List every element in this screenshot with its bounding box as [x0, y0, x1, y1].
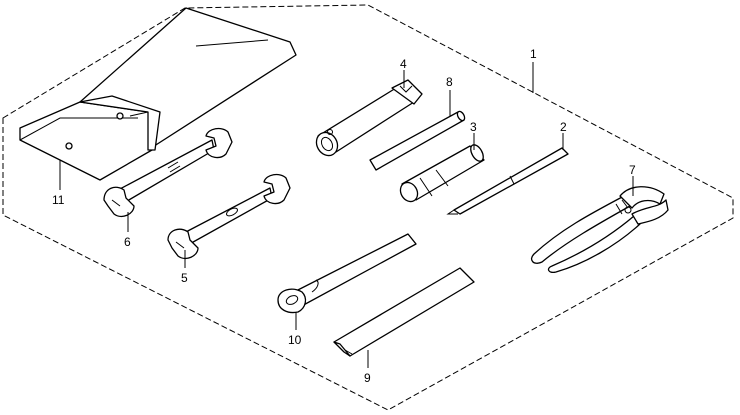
tool-bag: [19, 7, 297, 181]
callout-3: 3: [470, 120, 477, 134]
open-end-wrench-5: [167, 173, 291, 260]
flat-strap-9: [333, 267, 475, 357]
spark-plug-wrench-4: [315, 79, 423, 157]
open-end-wrench-6: [103, 127, 233, 218]
leader-lines: [59, 62, 634, 368]
callout-2: 2: [560, 120, 567, 134]
callout-11: 11: [52, 193, 65, 207]
pliers-7: [530, 186, 669, 274]
callout-5: 5: [181, 271, 188, 285]
screwdriver-handle-3: [399, 144, 485, 203]
extension-bar-8: [369, 110, 466, 171]
screwdriver-shaft-2: [446, 147, 569, 215]
callout-4: 4: [400, 57, 407, 71]
callout-7: 7: [629, 163, 636, 177]
callout-1: 1: [530, 47, 537, 61]
callout-10: 10: [288, 333, 302, 347]
kit-boundary-outline: [2, 4, 734, 411]
callout-6: 6: [124, 235, 131, 249]
box-wrench-10: [277, 233, 417, 314]
callout-8: 8: [446, 75, 453, 89]
callout-9: 9: [364, 371, 371, 385]
